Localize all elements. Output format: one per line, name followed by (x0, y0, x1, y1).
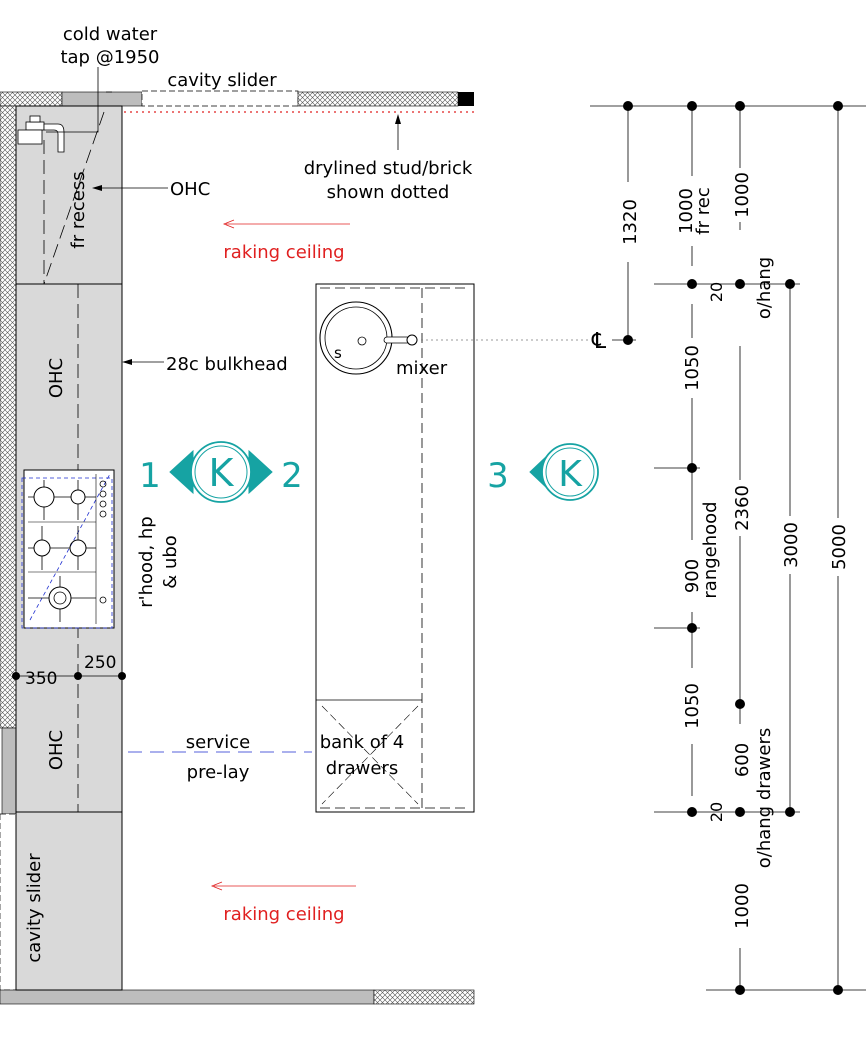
dim-1320: 1320 (620, 199, 641, 245)
leaders (46, 67, 590, 891)
cavity-slider-side-label: cavity slider (24, 853, 45, 963)
cavity-slider-top-label: cavity slider (167, 70, 277, 91)
elevation-marker-kitchen-1-2: 1 K 2 (139, 441, 303, 503)
dim-frrec-sub: fr rec (693, 187, 714, 234)
cold-water-note: cold water (63, 24, 158, 45)
drylined-note-line1: drylined stud/brick (304, 158, 473, 179)
dim-1000-frrec: 1000 (676, 188, 697, 234)
marker-letter-k: K (209, 451, 235, 495)
sink-s-label: s (334, 344, 342, 362)
rhood-label-line1: r'hood, hp (136, 516, 157, 608)
mixer-label: mixer (396, 358, 448, 379)
marker-label-2: 2 (281, 456, 303, 496)
dim-1050-top: 1050 (682, 345, 703, 391)
dim-rangehood-sub: rangehood (700, 501, 721, 598)
dim-20-bottom: 20 (707, 802, 726, 822)
plan-notes: cold water tap @1950 cavity slider dryli… (24, 24, 607, 963)
dim-600: 600 (732, 743, 753, 777)
raking-ceiling-bottom: raking ceiling (223, 904, 344, 925)
service-prelay-line1: service (186, 732, 250, 753)
tap-height-note: tap @1950 (60, 47, 159, 68)
dim-350-label: 350 (25, 669, 57, 689)
tap-icon (17, 115, 65, 153)
bulkhead-callout: 28c bulkhead (166, 354, 288, 375)
service-prelay-line2: pre-lay (187, 762, 250, 783)
dim-5000: 5000 (829, 524, 850, 570)
dimension-labels: 1320 1000 fr rec 1000 20 o/hang 1050 900… (620, 172, 850, 929)
drylined-note-line2: shown dotted (327, 182, 450, 203)
marker-label-3: 3 (487, 456, 509, 496)
dim-20-top: 20 (707, 282, 726, 302)
dim-1000-top: 1000 (732, 172, 753, 218)
ohc-upper-label: OHC (46, 358, 67, 398)
dim-ohang-drawers-sub: o/hang drawers (754, 728, 775, 869)
drawers-label-line2: drawers (326, 758, 398, 779)
ohc-callout: OHC (170, 179, 210, 200)
dim-ohang-top: o/hang (754, 257, 775, 319)
drawers-label-line1: bank of 4 (320, 732, 405, 753)
centerline-symbol: ℄ (591, 329, 607, 354)
island (315, 283, 475, 813)
marker-letter-k: K (558, 454, 583, 495)
dimension-chains (590, 101, 866, 995)
ohc-lower-label: OHC (46, 730, 67, 770)
walls (0, 90, 475, 1005)
dim-2360: 2360 (732, 485, 753, 531)
cooktop (21, 469, 115, 629)
raking-ceiling-top: raking ceiling (223, 242, 344, 263)
elevation-marker-kitchen-3: 3 K (487, 443, 599, 501)
fr-recess-label: fr recess (68, 171, 89, 248)
bench-depth-dimension (12, 672, 126, 680)
dim-1000-bottom: 1000 (732, 883, 753, 929)
dim-900: 900 (682, 559, 703, 593)
marker-label-1: 1 (139, 456, 161, 496)
rhood-label-line2: & ubo (160, 535, 181, 589)
dim-1050-bottom: 1050 (682, 683, 703, 729)
dim-3000: 3000 (781, 522, 802, 568)
dim-250-label: 250 (84, 653, 116, 673)
